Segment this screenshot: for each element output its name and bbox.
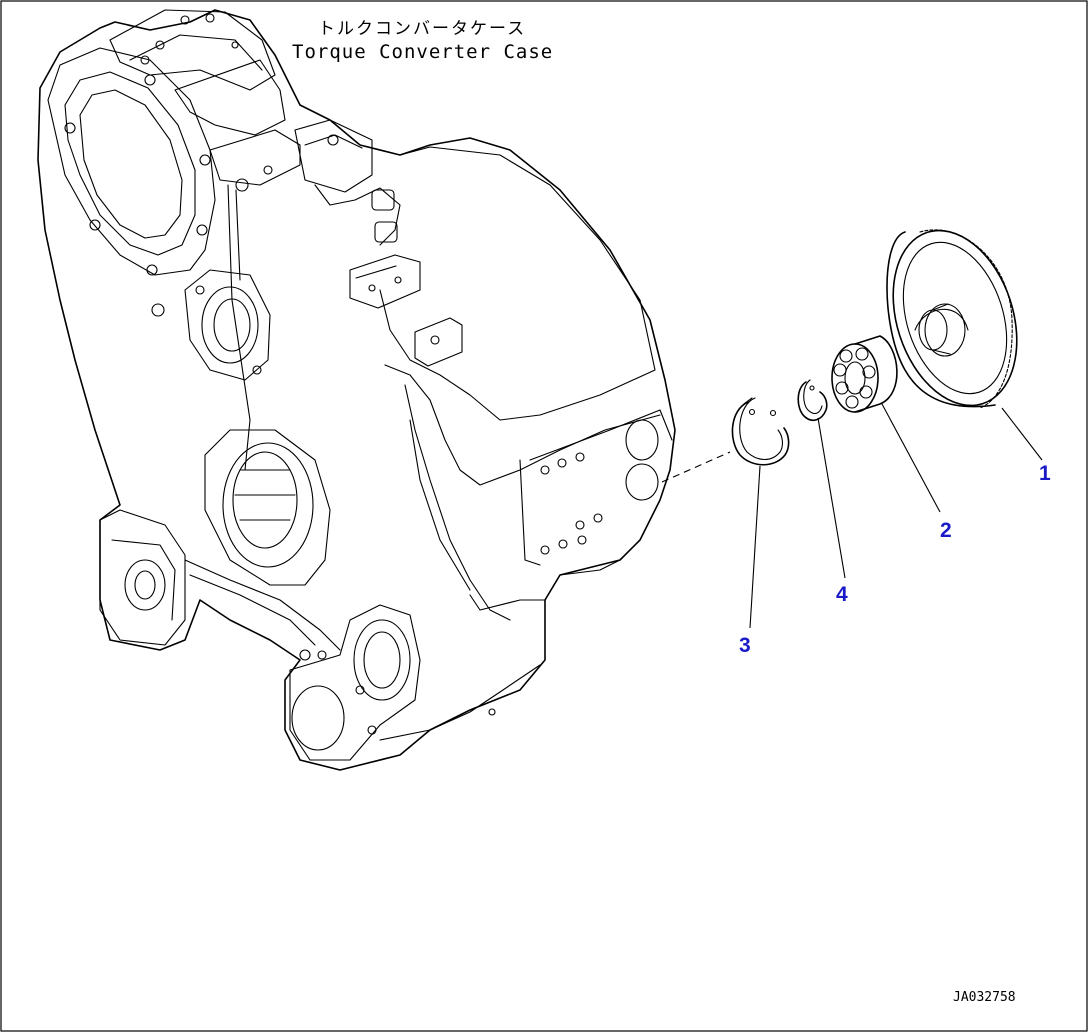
bolt-hole-row (540, 452, 603, 555)
callout-label-2: 2 (940, 519, 952, 542)
leader-line-4 (817, 417, 846, 579)
snap-ring-large (731, 397, 790, 466)
snap-ring-small (797, 379, 828, 422)
gear (886, 229, 1018, 409)
leader-line-1 (1001, 407, 1043, 461)
leader-line-2 (881, 403, 941, 513)
title-japanese: トルクコンバータケース (318, 19, 526, 39)
callout-label-3: 3 (739, 634, 751, 657)
torque-converter-case (37, 9, 676, 771)
assembly-axis-line (661, 451, 731, 483)
bearing (831, 335, 898, 413)
drawing-number: JA032758 (953, 990, 1016, 1005)
callout-label-4: 4 (836, 583, 848, 606)
callout-label-1: 1 (1039, 462, 1051, 485)
title-english: Torque Converter Case (292, 41, 553, 63)
leader-line-3 (749, 465, 761, 629)
